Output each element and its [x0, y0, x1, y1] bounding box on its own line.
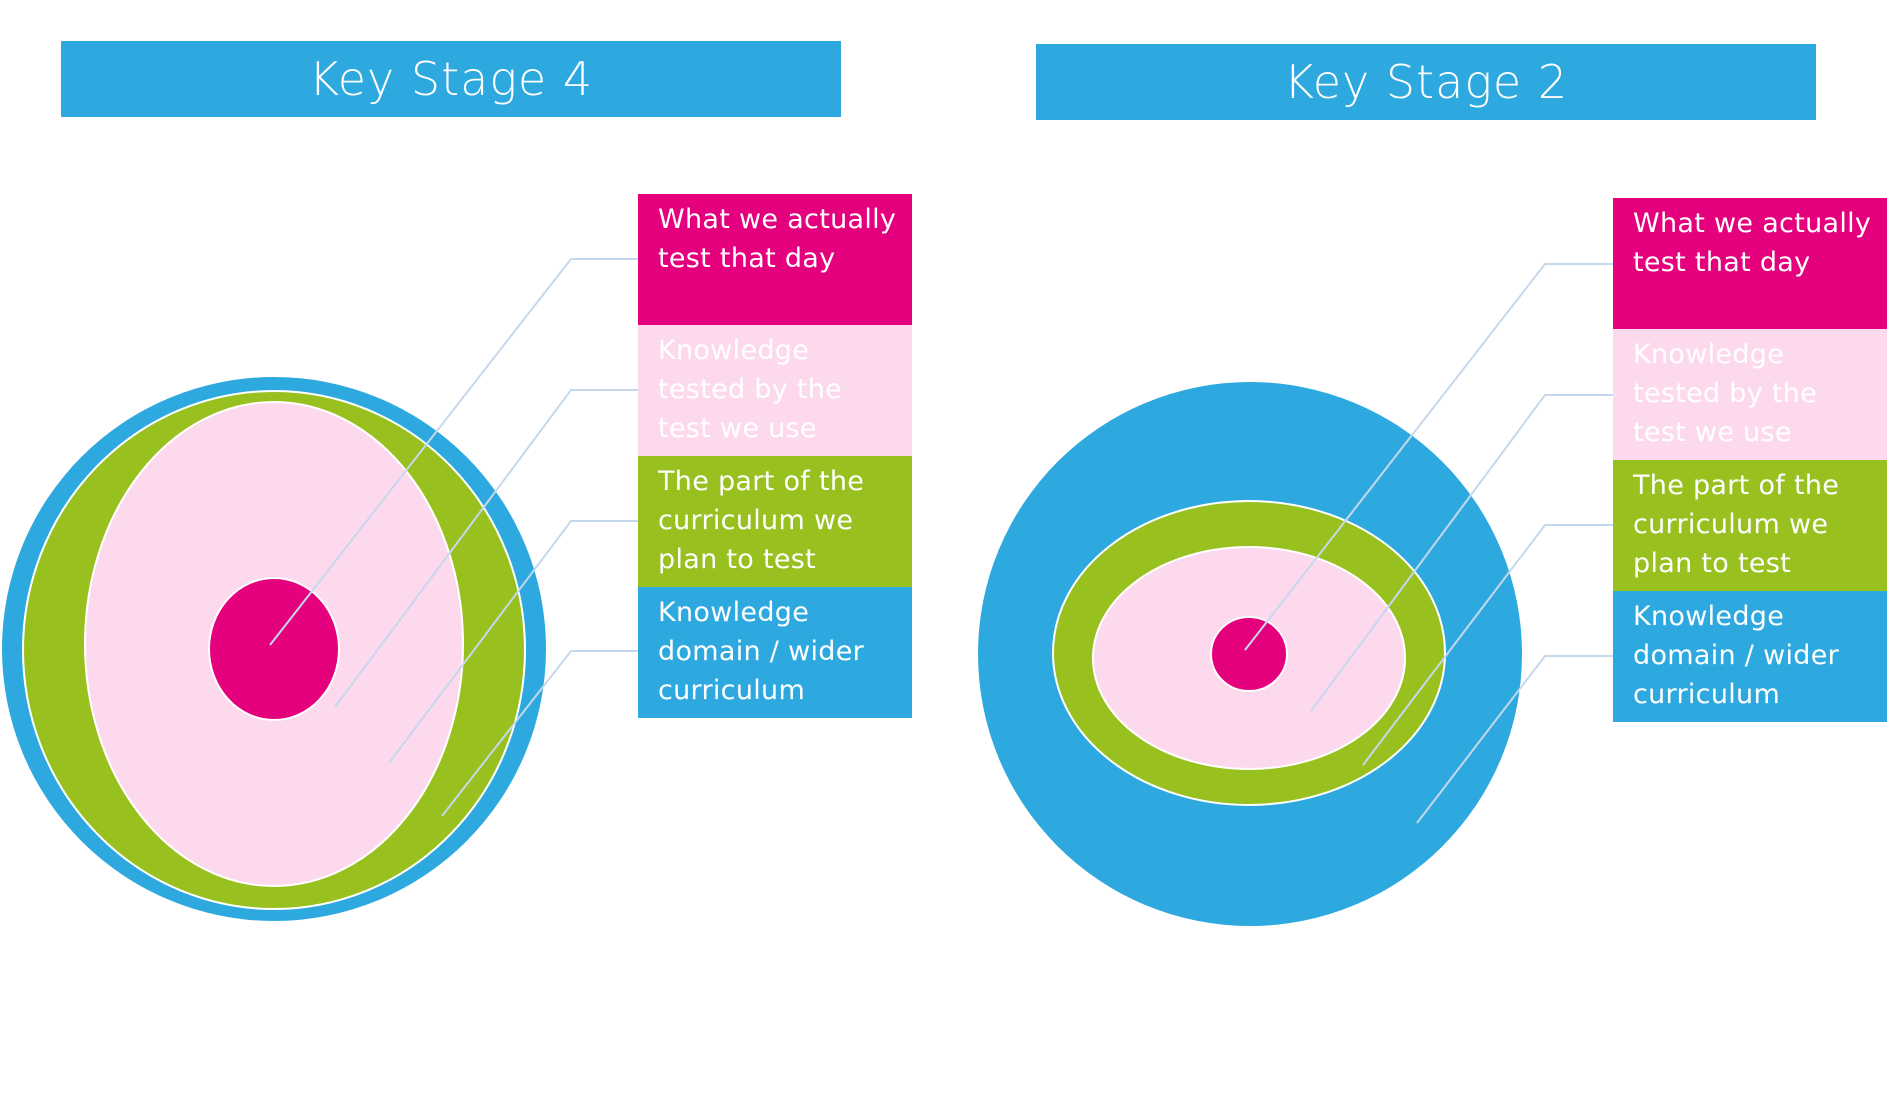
- ks2-tested-today-ellipse: [1210, 616, 1288, 692]
- ks4-legend-item: What we actually test that day: [638, 194, 912, 325]
- ks4-legend-item: Knowledge domain / wider curriculum: [638, 587, 912, 718]
- legend-label: Knowledge tested by the test we use: [658, 335, 843, 444]
- legend-label: Knowledge domain / wider curriculum: [1633, 601, 1840, 710]
- ks2-ellipses: [978, 382, 1522, 926]
- legend-label: Knowledge domain / wider curriculum: [658, 597, 865, 706]
- legend-label: What we actually test that day: [658, 204, 897, 274]
- ks4-leader-lines: [269, 258, 638, 817]
- legend-label: The part of the curriculum we plan to te…: [658, 466, 865, 575]
- ks4-leader-curriculum: [388, 520, 638, 764]
- ks4-title: Key Stage 4: [308, 52, 594, 106]
- ks2-title-banner: Key Stage 2: [1036, 44, 1816, 120]
- ks4-legend-item: Knowledge tested by the test we use: [638, 325, 912, 456]
- legend-label: Knowledge tested by the test we use: [1633, 339, 1818, 448]
- ks2-title: Key Stage 2: [1283, 55, 1569, 109]
- legend-label: What we actually test that day: [1633, 208, 1872, 278]
- ks2-legend-item: What we actually test that day: [1613, 198, 1887, 329]
- ks4-tested-today-ellipse: [208, 577, 340, 721]
- ks2-legend-item: The part of the curriculum we plan to te…: [1613, 460, 1887, 591]
- ks2-leader-domain: [1416, 655, 1613, 824]
- ks2-leader-lines: [1244, 263, 1613, 824]
- legend-label: The part of the curriculum we plan to te…: [1633, 470, 1840, 579]
- ks2-leader-tested-knowledge: [1310, 394, 1613, 712]
- ks4-legend: What we actually test that day Knowledge…: [638, 194, 912, 718]
- ks2-legend-item: Knowledge domain / wider curriculum: [1613, 591, 1887, 722]
- ks4-title-banner: Key Stage 4: [61, 41, 841, 117]
- ks2-legend: What we actually test that day Knowledge…: [1613, 198, 1887, 722]
- ks4-leader-domain: [441, 650, 638, 817]
- ks4-ellipses: [2, 377, 546, 921]
- ks4-leader-tested-knowledge: [334, 389, 638, 708]
- ks2-legend-item: Knowledge tested by the test we use: [1613, 329, 1887, 460]
- ks2-leader-curriculum: [1362, 524, 1613, 766]
- ks4-leader-tested-today: [269, 258, 638, 646]
- ks4-legend-item: The part of the curriculum we plan to te…: [638, 456, 912, 587]
- ks2-leader-tested-today: [1244, 263, 1613, 651]
